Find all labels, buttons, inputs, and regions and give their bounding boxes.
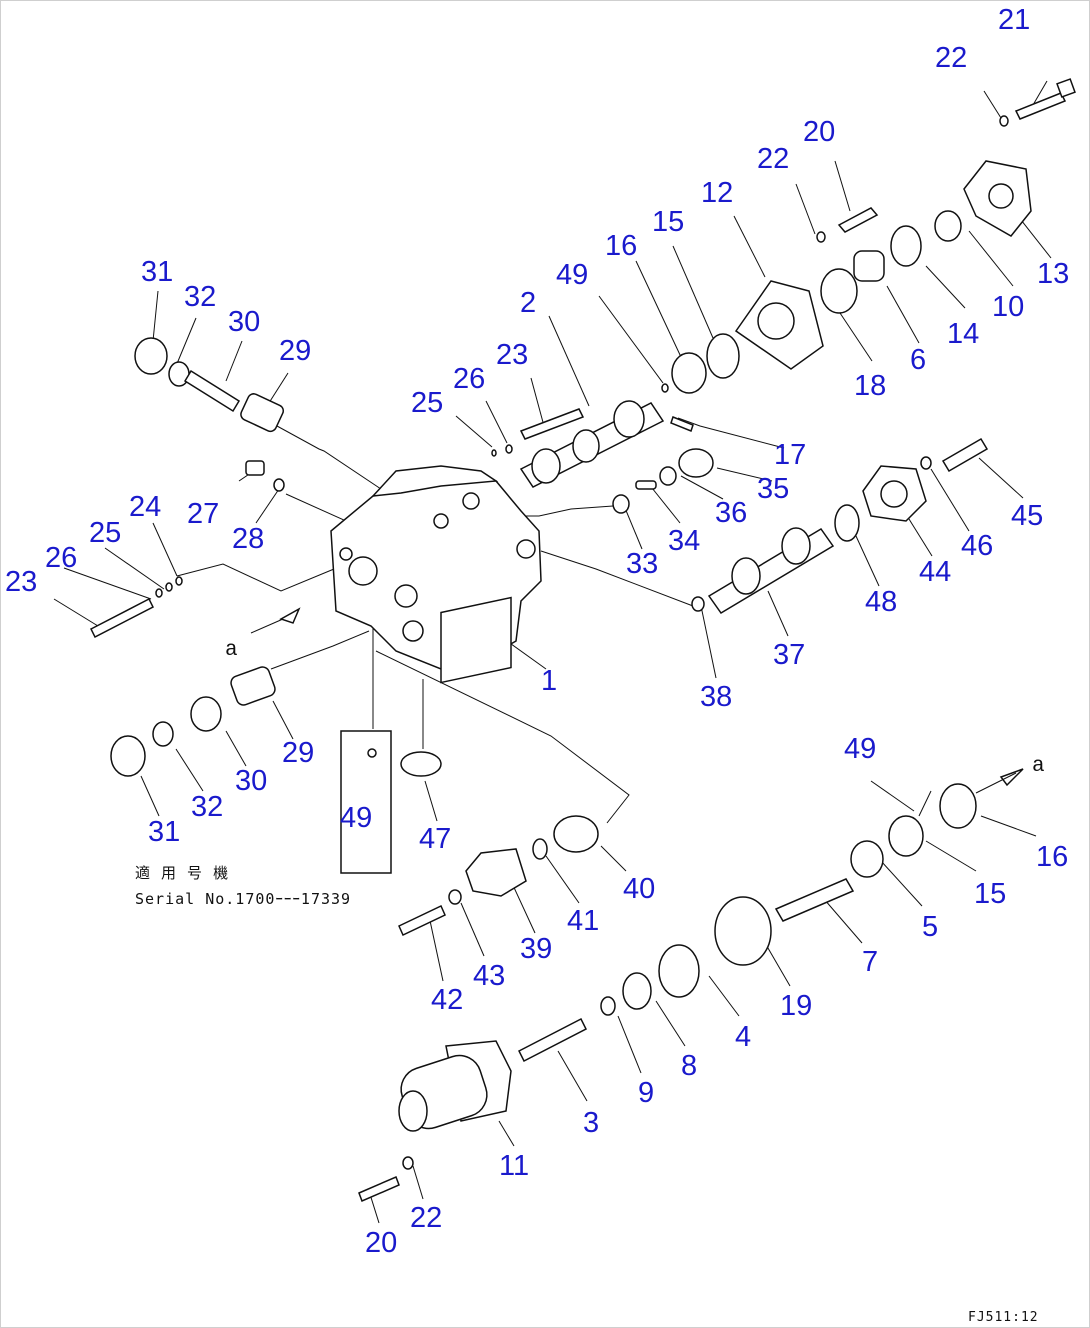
callout-49: 49 bbox=[340, 802, 372, 834]
callout-14: 14 bbox=[947, 318, 979, 350]
callout-15: 15 bbox=[652, 206, 684, 238]
callout-20: 20 bbox=[365, 1227, 397, 1259]
callout-31: 31 bbox=[141, 256, 173, 288]
callout-25: 25 bbox=[411, 387, 443, 419]
spool-37-part bbox=[707, 527, 835, 615]
callout-43: 43 bbox=[473, 960, 505, 992]
callout-25: 25 bbox=[89, 517, 121, 549]
valve-body-part bbox=[330, 465, 542, 684]
callout-45: 45 bbox=[1011, 500, 1043, 532]
callout-7: 7 bbox=[862, 946, 878, 978]
callout-49: 49 bbox=[844, 733, 876, 765]
callout-19: 19 bbox=[780, 990, 812, 1022]
callout-15: 15 bbox=[974, 878, 1006, 910]
callout-41: 41 bbox=[567, 905, 599, 937]
callout-40: 40 bbox=[623, 873, 655, 905]
callout-4: 4 bbox=[735, 1021, 751, 1053]
callout-22: 22 bbox=[757, 143, 789, 175]
callout-26: 26 bbox=[453, 363, 485, 395]
callout-27: 27 bbox=[187, 498, 219, 530]
callout-12: 12 bbox=[701, 177, 733, 209]
callout-32: 32 bbox=[191, 791, 223, 823]
callout-9: 9 bbox=[638, 1077, 654, 1109]
callout-11: 11 bbox=[499, 1150, 529, 1182]
callout-2: 2 bbox=[520, 287, 536, 319]
serial-inset-box bbox=[340, 730, 392, 874]
reference-a-left: a bbox=[225, 639, 238, 662]
callout-5: 5 bbox=[922, 911, 938, 943]
callout-8: 8 bbox=[681, 1050, 697, 1082]
callout-13: 13 bbox=[1037, 258, 1069, 290]
callout-37: 37 bbox=[773, 639, 805, 671]
callout-44: 44 bbox=[919, 556, 951, 588]
callout-18: 18 bbox=[854, 370, 886, 402]
spool-part bbox=[519, 400, 665, 488]
parts bbox=[89, 78, 1076, 1203]
reference-a-right: a bbox=[1032, 755, 1045, 778]
callout-21: 21 bbox=[998, 4, 1030, 36]
callout-20: 20 bbox=[803, 116, 835, 148]
callout-39: 39 bbox=[520, 933, 552, 965]
callout-22: 22 bbox=[410, 1202, 442, 1234]
callout-28: 28 bbox=[232, 523, 264, 555]
callout-10: 10 bbox=[992, 291, 1024, 323]
callout-16: 16 bbox=[605, 230, 637, 262]
actuator-11-part bbox=[398, 1040, 512, 1132]
callout-22: 22 bbox=[935, 42, 967, 74]
callout-46: 46 bbox=[961, 530, 993, 562]
serial-note: Serial No.1700ｰｰｰ17339 bbox=[135, 890, 351, 908]
callout-3: 3 bbox=[583, 1107, 599, 1139]
callout-31: 31 bbox=[148, 816, 180, 848]
callout-48: 48 bbox=[865, 586, 897, 618]
callout-34: 34 bbox=[668, 525, 700, 557]
callout-23: 23 bbox=[5, 566, 37, 598]
callout-49: 49 bbox=[556, 259, 588, 291]
callout-30: 30 bbox=[235, 765, 267, 797]
callout-42: 42 bbox=[431, 984, 463, 1016]
callout-32: 32 bbox=[184, 281, 216, 313]
serial-note-jp: 適 用 号 機 bbox=[135, 864, 229, 882]
callout-numbers: 21 22 20 22 12 15 16 49 2 23 26 25 31 32… bbox=[5, 4, 1069, 1259]
callout-24: 24 bbox=[129, 491, 161, 523]
plate-39-part bbox=[465, 848, 527, 897]
callout-17: 17 bbox=[774, 439, 806, 471]
callout-1: 1 bbox=[541, 665, 557, 697]
callout-26: 26 bbox=[45, 542, 77, 574]
callout-16: 16 bbox=[1036, 841, 1068, 873]
figure-code: FJ511:12 bbox=[968, 1310, 1039, 1325]
callout-23: 23 bbox=[496, 339, 528, 371]
callout-38: 38 bbox=[700, 681, 732, 713]
callout-35: 35 bbox=[757, 473, 789, 505]
callout-30: 30 bbox=[228, 306, 260, 338]
callout-33: 33 bbox=[626, 548, 658, 580]
callout-36: 36 bbox=[715, 497, 747, 529]
callout-29: 29 bbox=[279, 335, 311, 367]
callout-6: 6 bbox=[910, 344, 926, 376]
callout-29: 29 bbox=[282, 737, 314, 769]
callout-47: 47 bbox=[419, 823, 451, 855]
